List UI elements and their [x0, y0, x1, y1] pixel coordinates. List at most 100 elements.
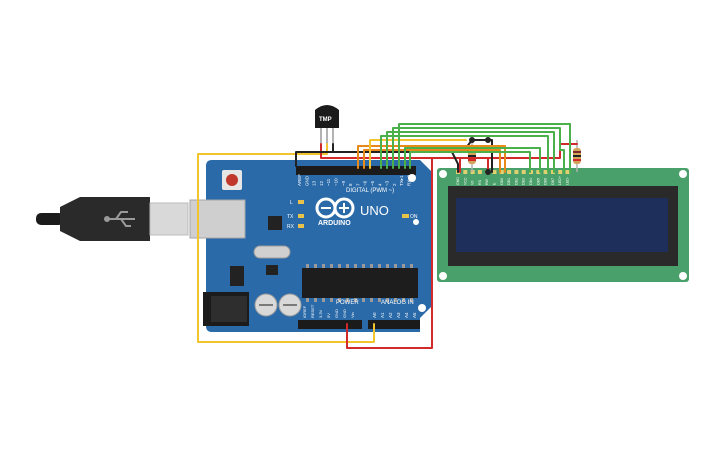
junction	[485, 137, 491, 143]
digital-pin-label: ~5	[370, 180, 375, 186]
led-l-label: L	[290, 200, 293, 206]
junction	[469, 137, 475, 143]
lcd-screen	[456, 198, 668, 252]
lcd-pin-label: DB0	[500, 178, 504, 185]
tmp36-sensor[interactable]: TMP	[315, 105, 339, 144]
lcd-pin-label: LED-	[566, 176, 570, 185]
led-l	[298, 200, 304, 204]
on-led-label: ON	[410, 214, 418, 220]
analog-pin-label: A3	[396, 312, 401, 318]
wire-orange[interactable]	[357, 145, 506, 173]
lcd-pin[interactable]	[514, 170, 519, 174]
lcd-pin[interactable]	[565, 170, 570, 174]
crystal-oscillator	[253, 245, 291, 259]
resistor-backlight	[573, 140, 581, 172]
wire-black-rw[interactable]	[471, 139, 493, 173]
digital-pin-label: TX▸1	[399, 175, 404, 186]
wire-green-db4[interactable]	[380, 135, 549, 173]
analog-header	[368, 320, 420, 329]
wire-orange-2[interactable]	[363, 149, 501, 173]
wire-green-db7[interactable]	[398, 123, 571, 173]
power-pin-label: 3.3V	[318, 309, 323, 318]
usb-jack	[189, 199, 246, 239]
lcd-pin-label: RS	[478, 179, 482, 185]
lcd-pin-label: V0	[471, 181, 475, 185]
atmega-chip	[302, 268, 418, 298]
power-pin-label: 5V	[326, 313, 331, 318]
lcd-pin[interactable]	[550, 170, 555, 174]
lcd-pin[interactable]	[499, 170, 504, 174]
analog-pin-label: A2	[388, 312, 393, 318]
lcd-pin-label: DB7	[551, 178, 555, 185]
wire-black-gnd[interactable]	[295, 143, 334, 167]
lcd-pin-label: DB6	[544, 178, 548, 185]
usb-cable[interactable]	[36, 197, 189, 241]
led-tx-label: TX	[287, 214, 294, 220]
digital-pin-label: ~3	[385, 180, 390, 186]
power-pin-label: GND	[334, 309, 339, 318]
lcd-pin-label: DB2	[514, 178, 518, 185]
power-pin-label: GND	[342, 309, 347, 318]
power-jack	[203, 292, 249, 326]
wires[interactable]	[197, 123, 578, 349]
digital-pin-label: ~6	[363, 180, 368, 186]
lcd-pin-label: DB1	[507, 178, 511, 185]
digital-pin-label: ~10	[334, 178, 339, 186]
usb-icon	[104, 211, 135, 227]
board-model-label: UNO	[360, 203, 389, 218]
lcd-pin[interactable]	[558, 170, 563, 174]
digital-pin-label: RX◂0	[407, 174, 412, 186]
tmp-sensor-label: TMP	[319, 117, 332, 123]
junction	[485, 169, 491, 175]
digital-pin-label: 13	[312, 180, 317, 186]
digital-pin-label: 2	[392, 183, 397, 186]
lcd-pin-label: LED+	[558, 176, 562, 185]
led-rx	[298, 224, 304, 228]
wire-yellow-data[interactable]	[369, 139, 467, 169]
analog-pin-label: A4	[404, 312, 409, 318]
wire-red-5v[interactable]	[346, 157, 461, 349]
led-rx-label: RX	[287, 224, 295, 230]
arduino-uno-board[interactable]: ARDUINO UNO DIGITAL (PWM ~) POWER ANALOG…	[189, 160, 432, 332]
digital-pin-label: 8	[348, 183, 353, 186]
lcd-pin[interactable]	[463, 170, 468, 174]
reset-button[interactable]	[222, 170, 242, 190]
lcd-pin[interactable]	[521, 170, 526, 174]
wire-red-sensor[interactable]	[320, 143, 433, 159]
arduino-logo-text: ARDUINO	[318, 220, 351, 227]
lcd-pin[interactable]	[477, 170, 482, 174]
digital-pin-label: AREF	[297, 174, 302, 186]
lcd-pin[interactable]	[543, 170, 548, 174]
digital-pin-label: 7	[355, 183, 360, 186]
lcd-pin[interactable]	[536, 170, 541, 174]
analog-pin-label: A5	[412, 312, 417, 318]
digital-pin-label: 12	[319, 180, 324, 186]
power-header	[298, 320, 362, 329]
analog-pin-label: A1	[380, 312, 385, 318]
led-on	[402, 214, 409, 218]
power-pin-label: Vin	[350, 312, 355, 318]
power-pin-label: IOREF	[302, 305, 307, 318]
lcd-pin-label: DB4	[529, 178, 533, 185]
lcd-pin-label: VCC	[463, 177, 467, 185]
wire-green-e[interactable]	[404, 147, 541, 173]
lcd-pin-label: DB5	[536, 178, 540, 185]
wire-green-db6[interactable]	[392, 127, 565, 173]
wire-green-rs[interactable]	[409, 151, 531, 173]
lcd-pin[interactable]	[492, 170, 497, 174]
analog-label: ANALOG IN	[381, 300, 414, 306]
wire-green-db5[interactable]	[386, 131, 555, 173]
lcd-pin-label: GND	[456, 177, 460, 185]
digital-header	[296, 166, 416, 175]
digital-pin-label: ~11	[326, 178, 331, 186]
lcd-pin[interactable]	[507, 170, 512, 174]
digital-pin-label: 4	[377, 183, 382, 186]
power-label: POWER	[336, 300, 359, 306]
digital-pin-label: GND	[304, 175, 309, 186]
